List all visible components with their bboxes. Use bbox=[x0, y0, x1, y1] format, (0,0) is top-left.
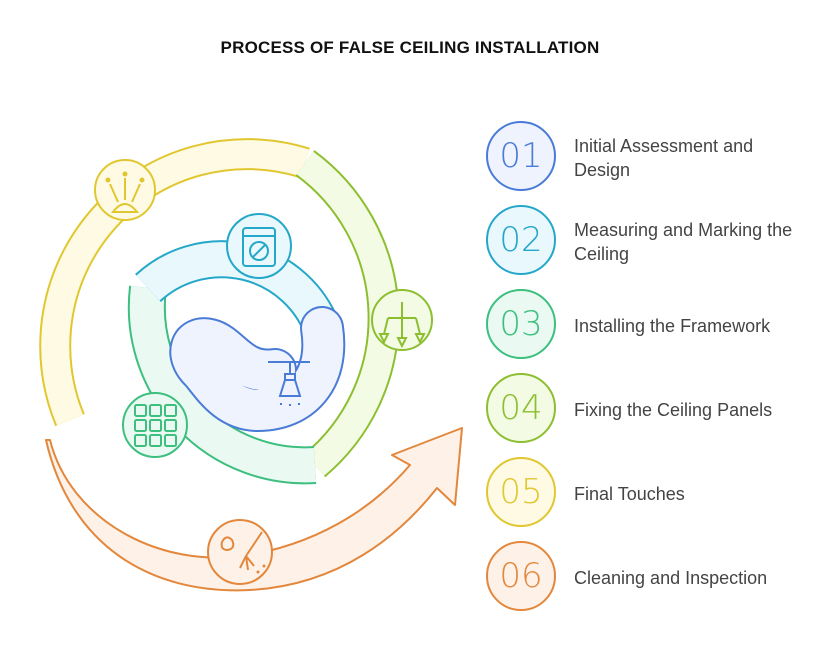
step-01-number: 01 bbox=[486, 121, 556, 191]
broom-icon bbox=[207, 519, 273, 585]
plant-sparkle-icon bbox=[94, 159, 156, 221]
step-03-label: Installing the Framework bbox=[574, 316, 771, 336]
step-05-label: Final Touches bbox=[574, 484, 685, 504]
measure-icon bbox=[226, 213, 292, 279]
ceiling-lamp-icon bbox=[268, 361, 310, 406]
grid-frame-icon bbox=[122, 392, 188, 458]
step-06: 06 Cleaning and Inspection bbox=[486, 541, 816, 615]
step-01-label: Initial Assessment and Design bbox=[574, 136, 754, 180]
step-06-label: Cleaning and Inspection bbox=[574, 568, 768, 588]
step-03-number: 03 bbox=[486, 289, 556, 359]
step-02-label: Measuring and Marking the Ceiling bbox=[574, 220, 793, 264]
step-05-number: 05 bbox=[486, 457, 556, 527]
step-05: 05 Final Touches bbox=[486, 457, 816, 531]
step-02: 02 Measuring and Marking the Ceiling bbox=[486, 205, 816, 279]
page-title: PROCESS OF FALSE CEILING INSTALLATION bbox=[220, 38, 600, 57]
step-06-number: 06 bbox=[486, 541, 556, 611]
chandelier-icon bbox=[371, 289, 433, 351]
step-04-label: Fixing the Ceiling Panels bbox=[574, 400, 773, 420]
step-04: 04 Fixing the Ceiling Panels bbox=[486, 373, 816, 447]
spiral-diagram bbox=[39, 138, 463, 592]
step-02-number: 02 bbox=[486, 205, 556, 275]
spiral-segment-06 bbox=[45, 427, 463, 592]
step-03: 03 Installing the Framework bbox=[486, 289, 816, 363]
step-04-number: 04 bbox=[486, 373, 556, 443]
step-01: 01 Initial Assessment and Design bbox=[486, 121, 816, 195]
